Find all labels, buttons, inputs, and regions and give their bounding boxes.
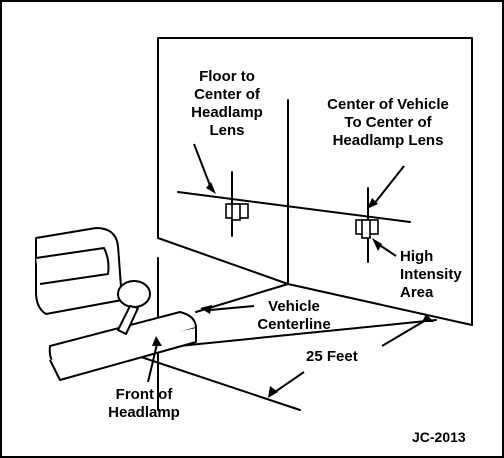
wall-floor-edge-right [287,283,473,326]
label-high-intensity-line3: Area [400,284,434,301]
arrow-vehicle-centerline [200,305,212,314]
label-floor-to-center: Floor to Center of Headlamp Lens [184,68,270,140]
label-25-feet: 25 Feet [306,348,358,365]
headlamp-lens [117,280,151,308]
arrow-25-feet-lower [268,386,278,398]
label-floor-to-center-line1: Floor to [199,68,255,85]
arrow-center-vehicle-shaft [373,165,405,205]
label-center-of-vehicle: Center of Vehicle To Center of Headlamp … [308,96,468,150]
right-high-intensity-marker-inner [361,219,371,239]
vehicle-hood-top [35,247,110,285]
label-center-vehicle-line2: To Center of [344,114,432,131]
label-vehicle-centerline-line2: Centerline [257,316,331,333]
wall-floor-edge-left [157,237,289,285]
vehicle-bumper-lower [49,328,197,381]
arrow-front-headlamp [152,336,162,346]
figure-code: JC-2013 [412,429,466,445]
arrow-floor-to-center-shaft [193,143,212,189]
arrow-25-feet-lower-shaft [271,371,305,395]
label-front-of-headlamp: Front of Headlamp [96,386,192,422]
arrow-front-headlamp-shaft [147,343,158,383]
label-front-headlamp-line2: Headlamp [108,404,180,421]
label-floor-to-center-line2: Center of [194,86,260,103]
aiming-screen-wall [157,37,473,326]
label-floor-to-center-line4: Lens [209,122,245,139]
headlamp-mount [117,305,139,335]
arrow-vehicle-centerline-shaft [209,305,255,311]
label-center-vehicle-line3: Headlamp Lens [332,132,444,149]
arrow-25-feet-shaft [381,319,427,347]
label-front-headlamp-line1: Front of [115,386,173,403]
arrow-high-intensity [372,238,382,251]
label-vehicle-centerline-line1: Vehicle [268,298,320,315]
label-floor-to-center-line3: Headlamp [191,104,263,121]
headlamp-height-line [177,191,411,223]
arrow-high-intensity-shaft [377,243,397,257]
arrow-center-vehicle [367,198,378,209]
label-high-intensity-line2: Intensity [400,266,462,283]
label-high-intensity-line1: High [400,248,434,265]
label-center-vehicle-line1: Center of Vehicle [327,96,449,113]
left-high-intensity-marker-inner [231,203,241,221]
label-vehicle-centerline: Vehicle Centerline [244,298,344,334]
label-high-intensity: High Intensity Area [400,248,462,302]
floor-distance-line [125,351,301,411]
